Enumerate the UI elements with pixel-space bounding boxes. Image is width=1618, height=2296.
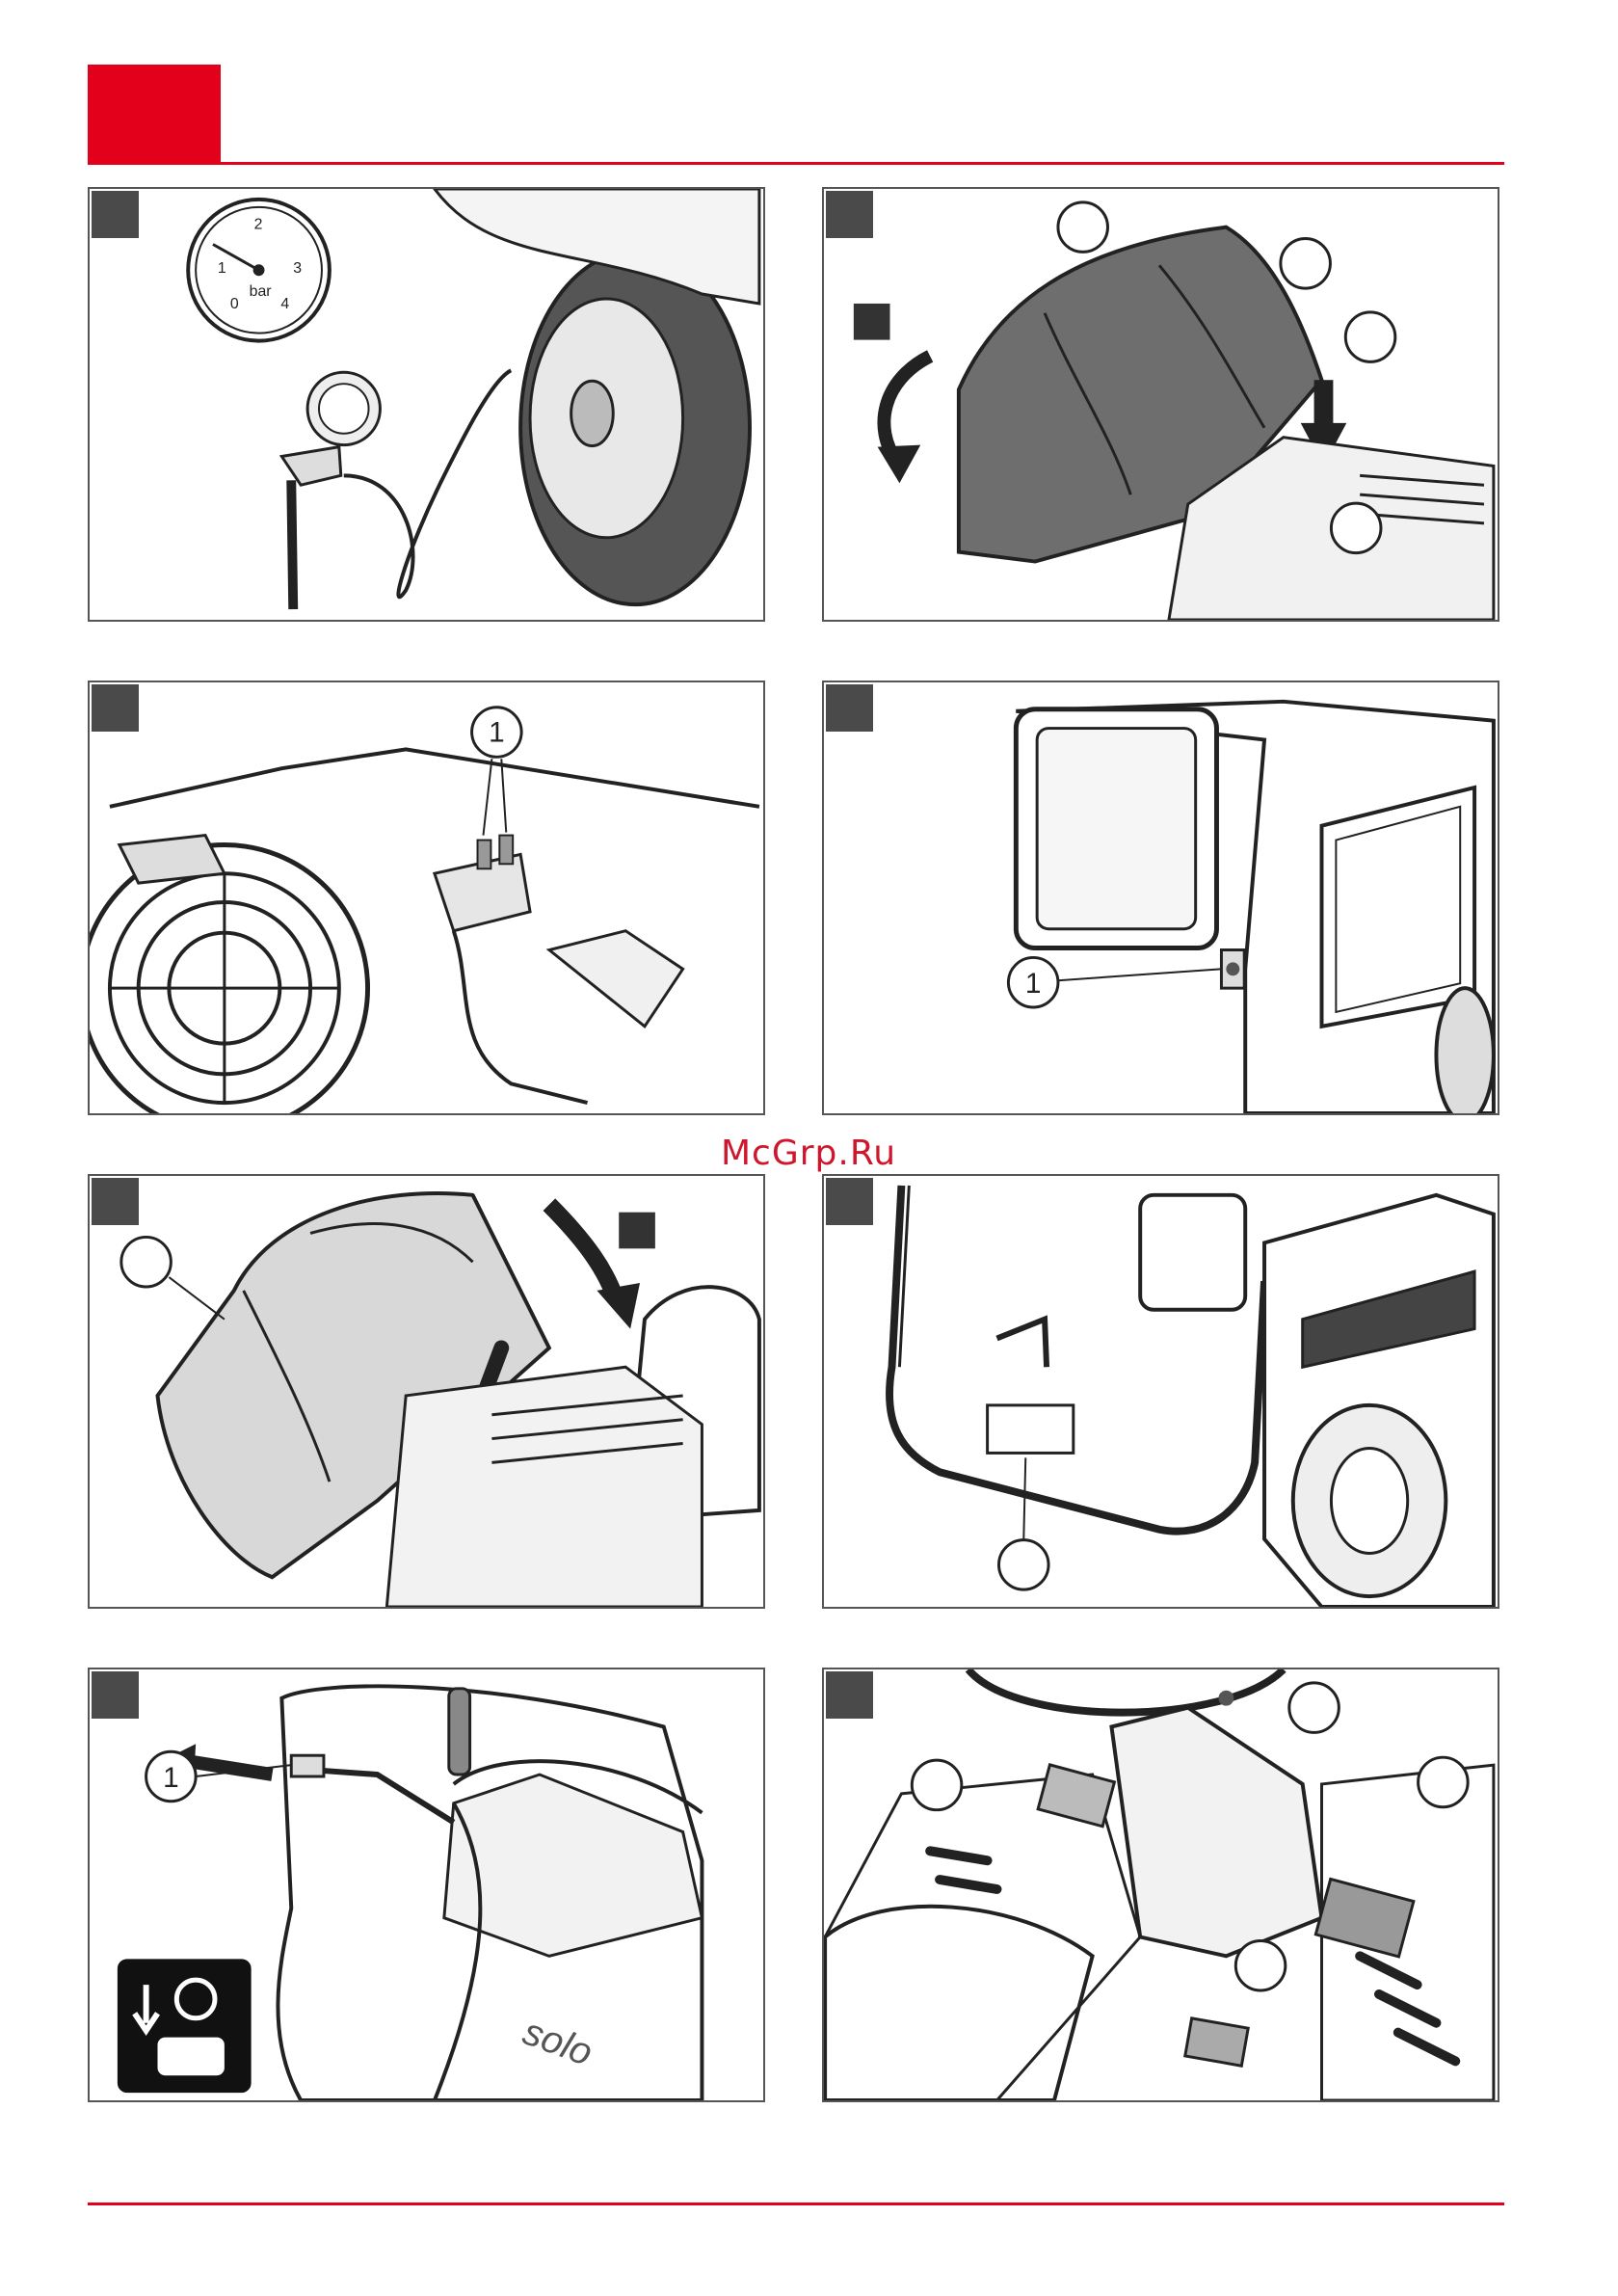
catcher-window	[1016, 709, 1216, 948]
callout-circle-a	[912, 1760, 962, 1810]
callout-circle-b	[1289, 1683, 1339, 1733]
callout-circle-c	[1345, 312, 1395, 362]
rear-catcher-sensor-illustration: 1	[824, 682, 1498, 1113]
chapter-tab	[88, 65, 221, 164]
figure-catcher-lever: solo 1	[88, 1668, 765, 2102]
tyre-inflator-icon	[281, 370, 511, 609]
callout-circle-d	[1331, 503, 1381, 553]
figure-marker	[92, 684, 139, 732]
figure-marker	[92, 1671, 139, 1719]
catcher-lever-illustration: solo 1	[90, 1669, 763, 2100]
gauge-tick-3: 3	[293, 260, 302, 277]
figure-marker	[826, 191, 873, 238]
figure-pedals	[822, 1668, 1499, 2102]
callout-circle-a	[1058, 202, 1108, 253]
figure-grass-catcher-removal	[822, 187, 1499, 622]
left-pedal	[1038, 1765, 1114, 1827]
figure-grass-catcher-install	[88, 1174, 765, 1609]
figure-catcher-frame	[822, 1174, 1499, 1609]
valve-block	[435, 836, 530, 931]
step-box	[619, 1213, 655, 1249]
figure-marker	[826, 1671, 873, 1719]
sensor-switch	[1221, 950, 1244, 989]
figure-rear-catcher-sensor: 1	[822, 681, 1499, 1115]
steering-wheel	[968, 1669, 1284, 1713]
header-rule	[88, 162, 1504, 165]
small-pedal	[1185, 2018, 1248, 2066]
callout-number: 1	[489, 716, 505, 748]
figure-tyre-pressure: 0 1 2 3 4 bar	[88, 187, 765, 622]
figure-marker	[826, 1178, 873, 1225]
pedals-illustration	[824, 1669, 1498, 2100]
callout-number: 1	[1025, 968, 1042, 1000]
gauge-unit: bar	[250, 283, 273, 300]
gauge-tick-2: 2	[254, 217, 263, 233]
right-pedal	[1315, 1879, 1414, 1957]
grass-catcher-removal-illustration	[824, 189, 1498, 620]
tyre-pressure-illustration: 0 1 2 3 4 bar	[90, 189, 763, 620]
grass-catcher-install-illustration	[90, 1176, 763, 1607]
gauge-tick-0: 0	[230, 296, 239, 312]
figure-marker	[826, 684, 873, 732]
pressure-gauge-icon: 0 1 2 3 4 bar	[188, 200, 330, 341]
callout-circle-d	[1235, 1940, 1286, 1990]
watermark: McGrp.Ru	[721, 1134, 896, 1173]
figure-marker	[92, 191, 139, 238]
callout-circle-b	[1281, 239, 1331, 289]
rotate-arrow-icon	[878, 356, 931, 483]
wheel	[435, 189, 759, 604]
fan-icon	[90, 844, 368, 1113]
callout-circle-c	[1419, 1757, 1469, 1807]
engine-bay-illustration: 1	[90, 682, 763, 1113]
step-box-a	[854, 304, 890, 340]
callout-circle	[121, 1237, 172, 1287]
steering-column	[1111, 1708, 1321, 1957]
callout-circle	[999, 1540, 1049, 1590]
figure-engine-bay: 1	[88, 681, 765, 1115]
catcher-frame-illustration	[824, 1176, 1498, 1607]
warning-symbol-icon	[118, 1959, 252, 2093]
figure-marker	[92, 1178, 139, 1225]
callout-number: 1	[163, 1762, 179, 1794]
footer-rule	[88, 2203, 1504, 2205]
gauge-tick-4: 4	[280, 296, 289, 312]
gauge-tick-1: 1	[218, 260, 226, 277]
